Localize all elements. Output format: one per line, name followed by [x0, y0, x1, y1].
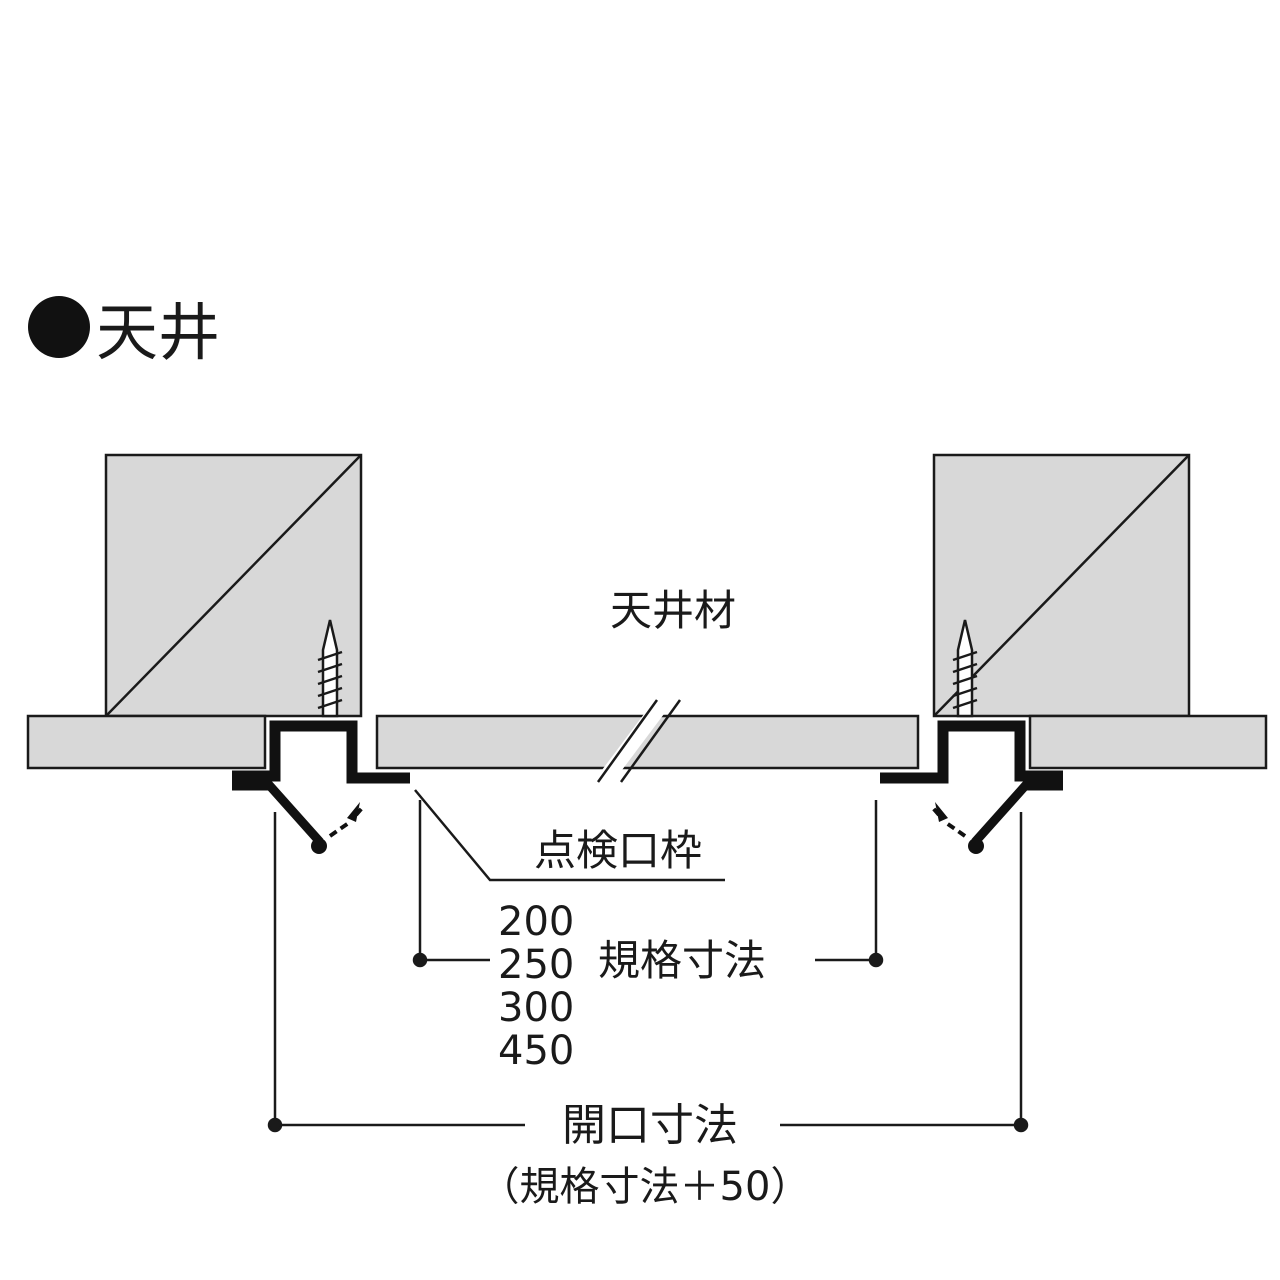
left-screw-icon	[317, 619, 343, 718]
right-screw-icon	[952, 619, 978, 718]
opening-formula-label: （規格寸法＋50）	[480, 1164, 811, 1210]
ceiling-board-left	[26, 714, 267, 770]
standard-size-dimension	[412, 800, 884, 968]
opening-size-label: 開口寸法	[562, 1100, 738, 1151]
size-200: 200	[498, 899, 574, 945]
section-title: 天井	[28, 282, 220, 372]
section-title-text: 天井	[96, 296, 221, 369]
left-frame	[232, 720, 410, 854]
right-frame	[880, 720, 1063, 854]
frame-label: 点検口枠	[534, 826, 702, 875]
frame-leader-line	[414, 789, 725, 882]
bullet-icon	[28, 296, 90, 358]
right-joist	[932, 453, 1191, 718]
size-250: 250	[498, 942, 574, 988]
opening-size-dimension	[267, 812, 1029, 1133]
size-300: 300	[498, 985, 574, 1031]
ceiling-board-right	[1028, 714, 1268, 770]
size-450: 450	[498, 1028, 574, 1074]
ceiling-material-label: 天井材	[610, 586, 736, 635]
standard-size-label: 規格寸法	[598, 936, 766, 985]
break-mark	[596, 697, 682, 787]
